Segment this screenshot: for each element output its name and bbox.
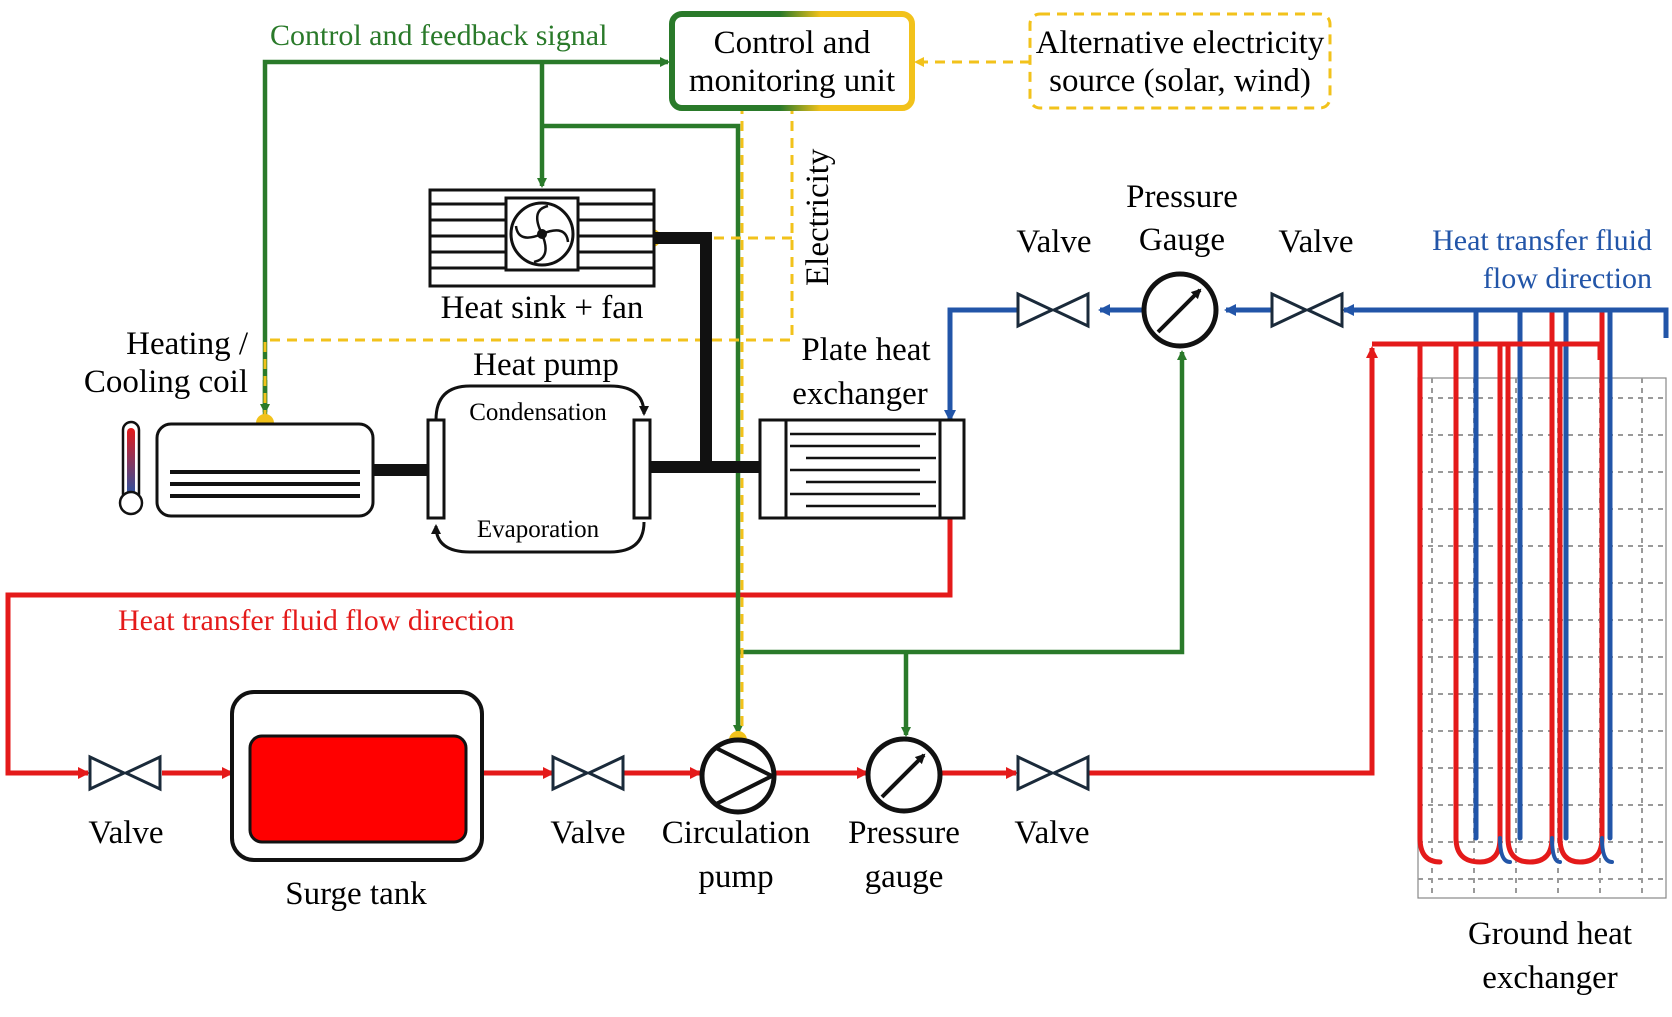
- refrigerant-lines: [373, 232, 762, 476]
- evaporation-label: Evaporation: [477, 516, 600, 543]
- plate-hx-label-1: Plate heat: [801, 332, 930, 368]
- valve-top-left: Valve: [1016, 224, 1092, 329]
- alternative-electricity-source: Alternative electricity source (solar, w…: [1028, 12, 1332, 110]
- ground-hx-label-2: exchanger: [1482, 960, 1618, 996]
- coil-label-2: Cooling coil: [84, 364, 248, 400]
- red-flow-label: Heat transfer fluid flow direction: [118, 604, 515, 637]
- surge-tank: Surge tank: [230, 690, 484, 912]
- control-unit-label-1: Control and: [714, 25, 871, 61]
- surge-tank-label: Surge tank: [285, 876, 427, 912]
- circulation-pump-icon: [699, 737, 777, 815]
- control-unit-box: [669, 11, 915, 111]
- thermometer-icon: [118, 420, 144, 516]
- pressure-gauge-bottom-label-1: Pressure: [848, 815, 960, 851]
- valve-bottom-3: Valve: [1014, 754, 1090, 851]
- heat-sink-fan: Heat sink + fan: [428, 188, 656, 326]
- electricity-lines: [263, 57, 1030, 735]
- ground-heat-exchanger: [1354, 307, 1669, 899]
- control-unit-label-2: monitoring unit: [689, 63, 895, 99]
- pressure-gauge-top: Pressure Gauge: [1126, 179, 1238, 349]
- condensation-label: Condensation: [469, 399, 607, 426]
- pressure-gauge-bottom-label-2: gauge: [865, 859, 944, 895]
- heat-sink-label: Heat sink + fan: [441, 290, 644, 326]
- plate-heat-exchanger: Plate heat exchanger: [758, 332, 966, 520]
- pressure-gauge-top-label-2: Gauge: [1139, 222, 1225, 258]
- red-fluid-pipes: [5, 346, 1378, 779]
- valve-bottom-3-label: Valve: [1014, 815, 1089, 851]
- control-signal-lines: [260, 57, 1187, 737]
- blue-flow-label-2: flow direction: [1483, 262, 1652, 295]
- valve-top-right: Valve: [1270, 224, 1354, 329]
- control-monitoring-unit: Control and monitoring unit: [669, 11, 915, 111]
- ground-hx-label-1: Ground heat: [1468, 916, 1632, 952]
- circulation-pump-label-1: Circulation: [662, 815, 810, 851]
- alt-source-label-1: Alternative electricity: [1036, 25, 1325, 61]
- control-signal-label: Control and feedback signal: [270, 19, 607, 52]
- heat-pump: Heat pump Condensation Evaporation: [426, 347, 652, 554]
- heat-pump-label: Heat pump: [473, 347, 619, 383]
- plate-hx-label-2: exchanger: [792, 376, 928, 412]
- electricity-label: Electricity: [800, 148, 836, 286]
- circulation-pump: Circulation pump: [662, 737, 810, 895]
- valve-bottom-1-label: Valve: [88, 815, 163, 851]
- heat-pump-left-exchanger: [426, 418, 446, 520]
- heating-cooling-coil: Heating / Cooling coil: [84, 326, 375, 518]
- coil-label-1: Heating /: [126, 326, 249, 362]
- blue-flow-label-1: Heat transfer fluid: [1432, 224, 1652, 257]
- alt-source-label-2: source (solar, wind): [1049, 63, 1311, 99]
- blue-fluid-pipes: [944, 304, 1356, 422]
- u-loop-pipes: [1417, 307, 1614, 865]
- surge-tank-fluid: [248, 734, 468, 844]
- circulation-pump-label-2: pump: [698, 859, 773, 895]
- valve-bottom-2-label: Valve: [550, 815, 625, 851]
- pressure-gauge-bottom: Pressure gauge: [848, 736, 960, 895]
- alt-source-box: [1028, 12, 1332, 110]
- valve-top-left-label: Valve: [1016, 224, 1091, 260]
- pressure-gauge-top-label-1: Pressure: [1126, 179, 1238, 215]
- valve-bottom-1: Valve: [88, 754, 164, 851]
- blue-manifold: [1354, 307, 1669, 338]
- red-manifold: [1372, 341, 1603, 360]
- heat-pump-right-exchanger: [632, 418, 652, 520]
- valve-top-right-label: Valve: [1278, 224, 1353, 260]
- valve-bottom-2: Valve: [550, 754, 626, 851]
